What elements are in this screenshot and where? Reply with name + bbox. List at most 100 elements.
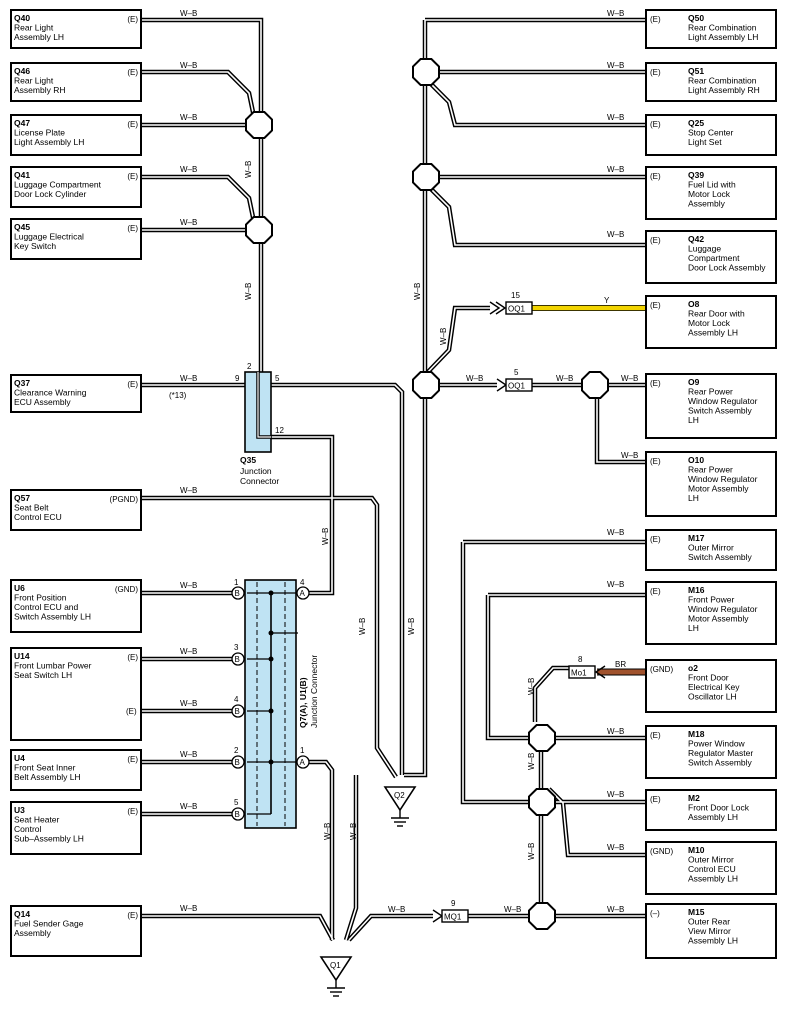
wire-color-label: W–B [607,9,624,18]
splice-octagon [528,724,556,752]
connector-mo1: Mo1 8 [568,655,606,679]
component-label: License Plate [14,128,65,138]
component-label: View Mirror [688,926,731,936]
connector-oq1-15: OQ1 15 [489,291,533,315]
wire-color-label: W–B [527,678,536,695]
component-label: Stop Center [688,128,734,138]
component-label: Front Seat Inner [14,763,76,773]
splice-octagon [245,111,273,139]
component-label: Door Lock Cylinder [14,189,86,199]
component-label: Power Window [688,739,746,749]
connector-mq1: MQ1 9 [432,899,469,923]
wire-color-label: W–B [244,161,253,178]
wire-color-label: W–B [466,374,483,383]
component-label: Belt Assembly LH [14,772,81,782]
wire-color-label: W–B [607,113,624,122]
pin-label: (E) [127,172,138,181]
component-id: Q40 [14,13,30,23]
component-id: Q50 [688,13,704,23]
splice-octagon [412,371,440,399]
wire-color-label: W–B [180,904,197,913]
svg-text:Q2: Q2 [394,791,405,800]
component-label: Control ECU and [14,602,79,612]
component-label: Control ECU [14,512,62,522]
svg-text:1: 1 [234,578,239,587]
component-label: Rear Combination [688,23,757,33]
component-label: Rear Light [14,23,54,33]
component-label: ECU Assembly [14,397,71,407]
component-id: U14 [14,651,30,661]
splice-octagon [581,371,609,399]
component-label: Switch Assembly [688,758,753,768]
pin-label: 5 [275,374,280,383]
component-label: Assembly LH [14,32,64,42]
footnote-ref: (*13) [169,391,187,400]
wire-color-label: W–B [504,905,521,914]
component-id: Q41 [14,170,30,180]
wire-color-label: W–B [607,727,624,736]
component-id: Q45 [14,222,30,232]
component-label: Rear Combination [688,76,757,86]
splice-octagon [528,788,556,816]
component-id: Q42 [688,234,704,244]
ground-q2: Q2 [383,786,417,827]
component-id: Q25 [688,118,704,128]
component-label: Assembly [14,928,52,938]
component-id: M15 [688,907,705,917]
svg-text:8: 8 [578,655,583,664]
junction-connector-q35: 2 9 5 12 Q35 Junction Connector [235,362,284,486]
svg-text:1: 1 [300,746,305,755]
svg-text:Q1: Q1 [330,961,341,970]
component-id: o2 [688,663,698,673]
junction-label: Connector [240,476,279,486]
wire-color-label: W–B [621,451,638,460]
wire-color-label: W–B [244,283,253,300]
component-label: Compartment [688,253,740,263]
pin-label: (GND) [115,585,138,594]
svg-text:OQ1: OQ1 [508,305,525,314]
pin-label: (E) [127,120,138,129]
wire-color-label: W–B [180,61,197,70]
pin-label: (E) [126,707,137,716]
component-label: Front Lumbar Power [14,661,92,671]
pin-label: (E) [650,379,661,388]
wire-layer [141,17,646,942]
wire-color-label: W–B [180,9,197,18]
junction-label: Junction Connector [309,655,319,728]
wire-color-label: W–B [607,580,624,589]
pin-label: (E) [650,236,661,245]
component-label: Front Position [14,593,67,603]
pin-label: (E) [127,653,138,662]
junction-connector-q7-u1: Q7(A), U1(B) Junction Connector [244,579,319,829]
pin-label: (E) [650,535,661,544]
splice-points [245,58,609,930]
component-label: Outer Rear [688,917,730,927]
component-id: M17 [688,533,705,543]
component-id: Q37 [14,378,30,388]
wire-color-label: W–B [607,528,624,537]
component-label: Regulator Master [688,748,753,758]
pin-label: (E) [650,120,661,129]
component-label: Assembly LH [688,874,738,884]
pin-label: (E) [650,301,661,310]
wire-color-label: W–B [180,647,197,656]
component-label: Oscillator LH [688,692,737,702]
component-label: Window Regulator [688,396,758,406]
component-label: Door Lock Assembly [688,263,766,273]
component-label: Switch Assembly [688,552,753,562]
component-id: M10 [688,845,705,855]
svg-text:B: B [235,589,240,598]
splice-octagon [245,216,273,244]
component-label: LH [688,493,699,503]
pin-label: (E) [127,911,138,920]
component-id: M16 [688,585,705,595]
svg-text:15: 15 [511,291,520,300]
